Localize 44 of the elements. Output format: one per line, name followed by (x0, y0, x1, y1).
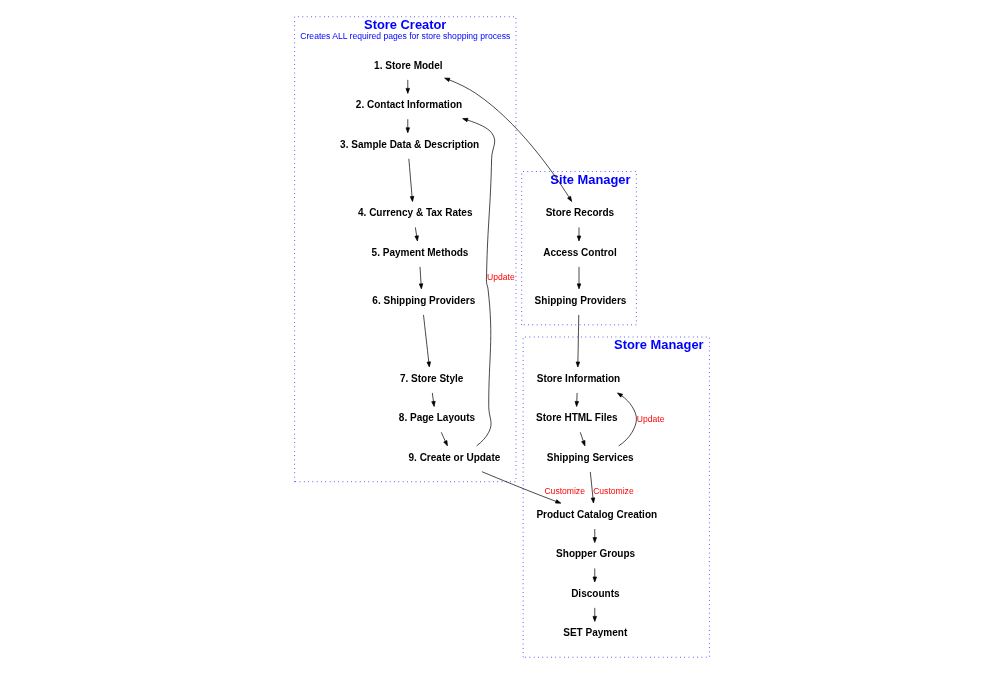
node-text: 1. Store Model (374, 59, 443, 71)
node-text: 4. Currency & Tax Rates (358, 207, 473, 219)
arrow (592, 607, 597, 622)
arrow (423, 314, 431, 368)
node-text: 2. Contact Information (355, 99, 463, 111)
arrow (440, 431, 448, 447)
edge-label: Update (636, 413, 665, 424)
edge-label: Update (487, 272, 515, 283)
node-text: Store HTML Files (536, 412, 618, 424)
arrow (592, 568, 597, 583)
edge-label: Customize (544, 486, 585, 497)
arrow (405, 118, 410, 134)
arrow (408, 158, 415, 202)
arrow (575, 314, 580, 368)
arrow (414, 227, 419, 242)
arrow (592, 528, 597, 543)
node-text: 3. Sample Data & Description (340, 138, 480, 150)
node-text: 5. Payment Methods (371, 246, 469, 258)
arrow (431, 392, 436, 407)
node-text: 8. Page Layouts (398, 412, 476, 424)
arrow (405, 79, 410, 94)
node-text: Store Records (545, 207, 615, 219)
node-text: Discounts (571, 587, 620, 599)
node-text: 7. Store Style (399, 372, 464, 384)
arrow (462, 118, 496, 447)
node-text: Shipping Providers (534, 294, 627, 306)
node-text: Shopper Groups (556, 548, 636, 560)
node-text: Shipping Services (546, 451, 634, 463)
arrow (574, 392, 579, 407)
arrow (444, 77, 573, 202)
node-text: Access Control (543, 246, 617, 258)
node-text: Store Information (536, 372, 621, 384)
arrow (576, 266, 582, 290)
arrow (418, 266, 424, 290)
node-text: 9. Create or Update (408, 451, 501, 463)
arrow (576, 227, 582, 242)
edge-label: Customize (593, 486, 634, 497)
arrow (617, 392, 637, 447)
node-text: 6. Shipping Providers (372, 294, 476, 306)
arrow (589, 471, 596, 504)
arrow (579, 431, 586, 447)
arrow (481, 471, 562, 504)
node-text: SET Payment (563, 627, 628, 639)
node-text: Product Catalog Creation (536, 509, 658, 521)
